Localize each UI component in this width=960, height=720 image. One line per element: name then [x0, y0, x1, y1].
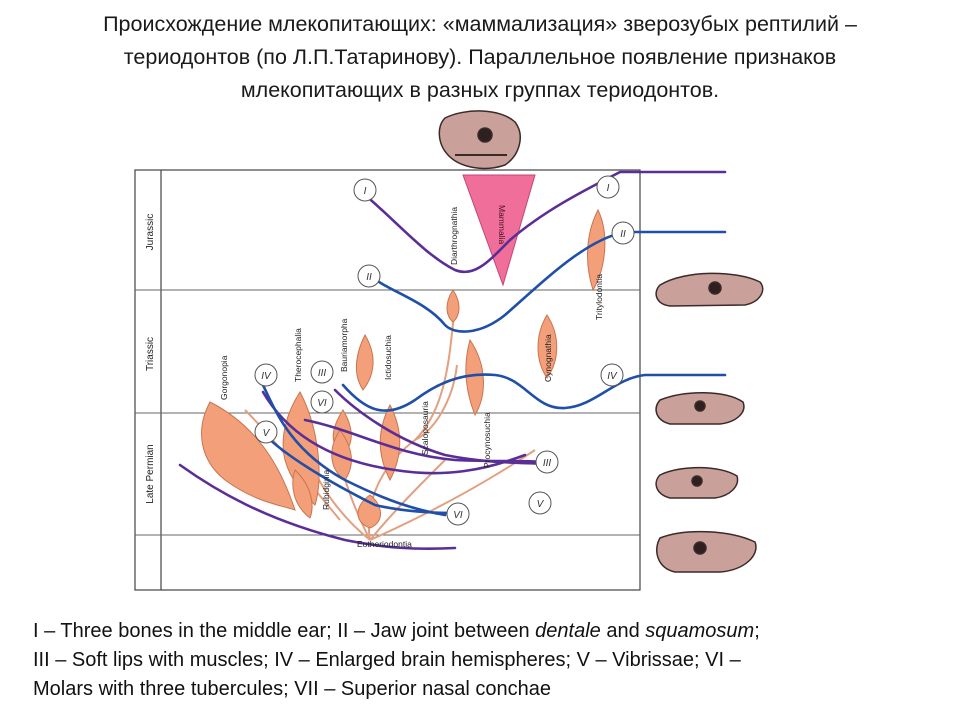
svg-text:V: V [537, 499, 545, 510]
bush-base [357, 494, 381, 529]
label-cynognathia: Cynognathia [543, 334, 553, 382]
bush-procynosuchia [465, 338, 484, 417]
mammalia-cone [462, 174, 536, 287]
label-diarthrognathia: Diarthrognathia [449, 207, 459, 265]
marker-v-left: V [254, 420, 278, 444]
label-ictidosuchia: Ictidosuchia [383, 335, 393, 380]
svg-text:II: II [620, 229, 626, 240]
label-tritylodontia: Tritylodontia [594, 274, 604, 320]
skull-icon-2 [655, 392, 745, 425]
label-scaloposauria: Scaloposauria [420, 401, 430, 455]
svg-text:IV: IV [261, 371, 272, 382]
bush-cynognathia [537, 314, 558, 379]
marker-vi-lower: VI [446, 502, 470, 526]
label-eotheriodontia: Eotheriodontia [357, 539, 412, 549]
svg-text:VI: VI [453, 510, 463, 521]
svg-text:V: V [263, 428, 271, 439]
skull-icon-mammal-top [438, 110, 521, 170]
label-procynosuchia: Procynosuchia [482, 412, 492, 468]
period-label-jurassic: Jurassic [145, 214, 156, 251]
bush-ictidosuchia [356, 333, 374, 391]
svg-text:I: I [607, 183, 610, 194]
legend-caption: I – Three bones in the middle ear; II – … [33, 617, 933, 704]
svg-text:II: II [366, 272, 372, 283]
bush-gorgonopia [201, 401, 296, 511]
svg-text:IV: IV [607, 371, 618, 382]
marker-iv-left: IV [254, 363, 278, 387]
svg-text:I: I [364, 186, 367, 197]
period-label-late-permian: Late Permian [145, 444, 156, 503]
title-line-2: териодонтов (по Л.П.Татаринову). Паралле… [123, 45, 837, 69]
skull-icon-1 [655, 272, 764, 307]
purple-trait-lines [178, 170, 727, 551]
marker-ii-right: II [611, 221, 635, 245]
marker-ii-left: II [357, 264, 381, 288]
period-label-triassic: Triassic [145, 337, 156, 371]
phylogeny-diagram: Jurassic Triassic Late Permian [134, 110, 764, 591]
bush-upper-small [446, 289, 460, 323]
bush-tritylodontia [587, 208, 606, 292]
marker-iii-right: III [535, 450, 559, 474]
marker-v-right: V [528, 491, 552, 515]
skull-illustrations [438, 110, 764, 573]
caption-line-1: I – Three bones in the middle ear; II – … [33, 620, 760, 642]
marker-vi-center: VI [310, 390, 334, 414]
svg-text:VI: VI [317, 398, 327, 409]
label-bauriamorpha: Bauriamorpha [339, 318, 349, 372]
blue-trait-lines [261, 230, 727, 517]
svg-text:III: III [318, 368, 327, 379]
label-gorgonopia: Gorgonopia [219, 355, 229, 400]
title-line-1: Происхождение млекопитающих: «маммализац… [103, 12, 857, 36]
diagram-frame [134, 169, 641, 591]
label-rubidginia: Rubidginia [321, 470, 331, 510]
svg-text:III: III [543, 458, 552, 469]
skull-icon-3 [655, 466, 739, 499]
bush-rubidginia [292, 469, 313, 519]
marker-iv-right: IV [600, 363, 624, 387]
title-line-3: млекопитающих в разных группах териодонт… [240, 78, 720, 102]
marker-i-left: I [353, 178, 377, 202]
marker-iii-left: III [310, 360, 334, 384]
slide-title: Происхождение млекопитающих: «маммализац… [0, 8, 960, 107]
label-therocephalia: Therocephalia [293, 328, 303, 382]
trait-markers: I I II II IV III VI V IV III V VI [254, 175, 635, 526]
caption-line-3: Molars with three tubercules; VII – Supe… [33, 678, 552, 700]
marker-i-right: I [596, 175, 620, 199]
group-labels: Mammalia Diarthrognathia Gorgonopia Ther… [219, 205, 604, 549]
caption-line-2: III – Soft lips with muscles; IV – Enlar… [33, 649, 741, 671]
label-mammalia: Mammalia [497, 205, 507, 244]
skull-icon-4 [656, 530, 757, 573]
